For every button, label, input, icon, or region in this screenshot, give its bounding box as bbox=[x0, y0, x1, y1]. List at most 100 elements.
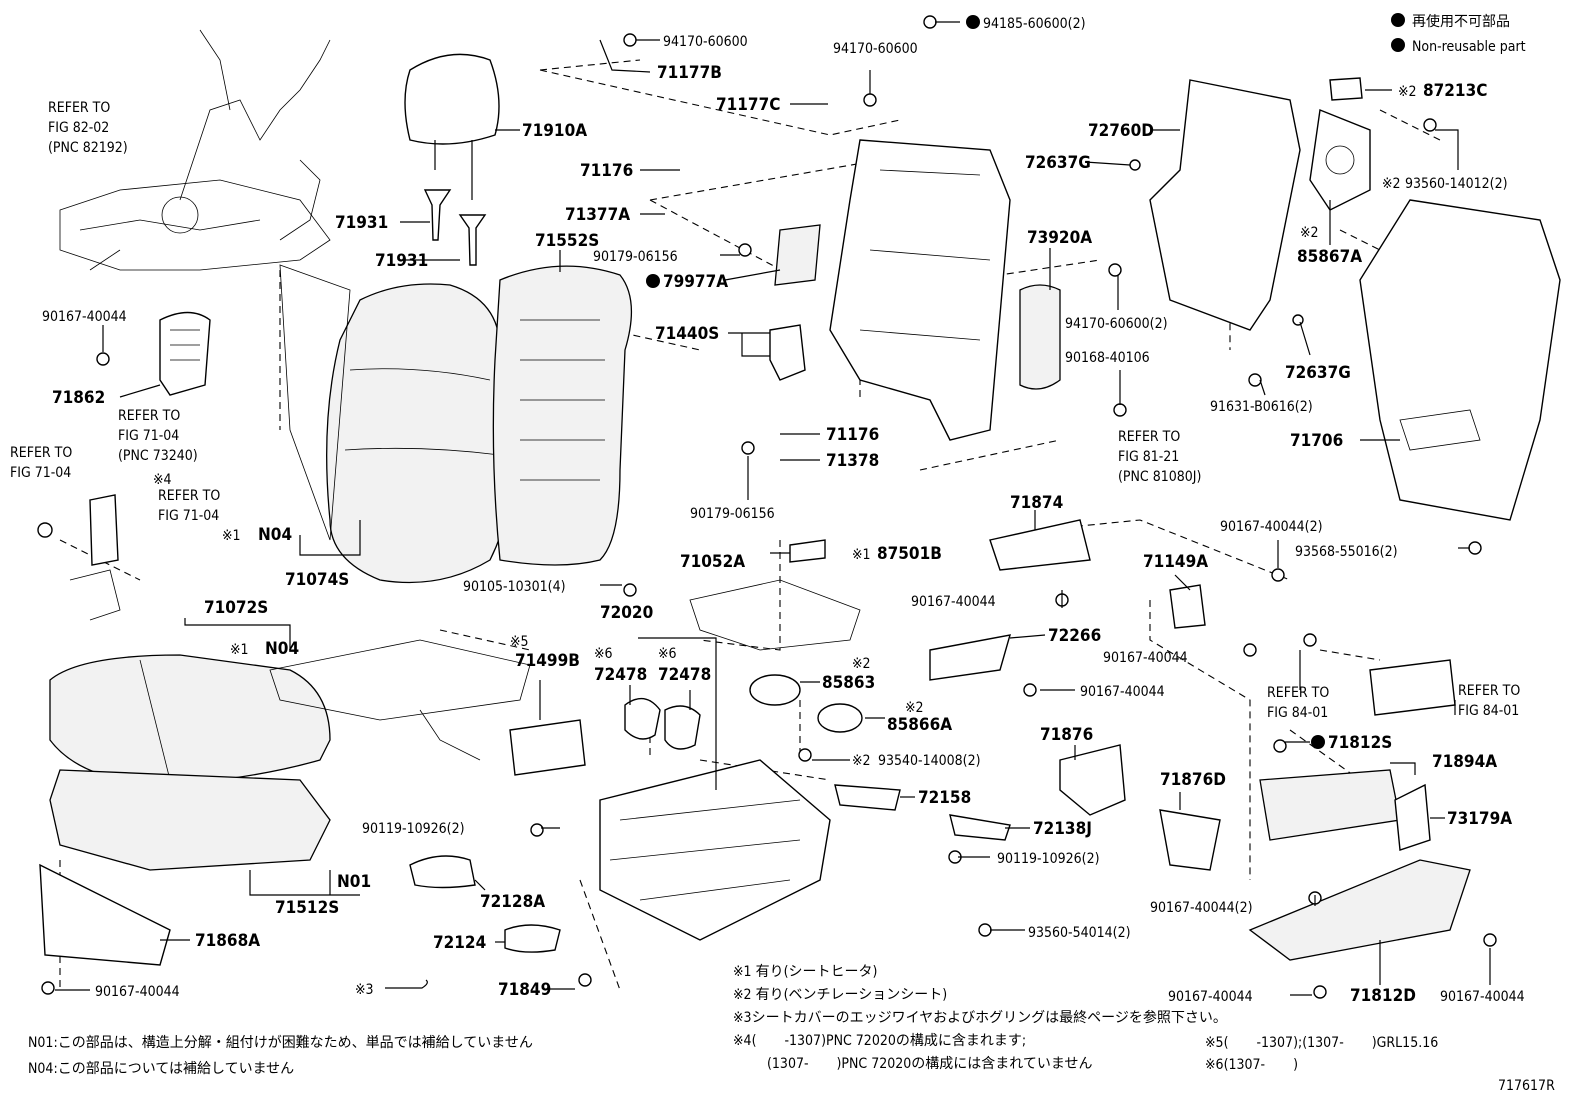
note-mark-3: ※3 bbox=[355, 982, 374, 998]
part-label-71440S[interactable]: 71440S bbox=[655, 324, 719, 344]
part-label-90105-10301[interactable]: 90105-10301(4) bbox=[463, 579, 566, 595]
part-label-71874[interactable]: 71874 bbox=[1010, 493, 1063, 513]
part-label-90167-40044[interactable]: 90167-40044(2) bbox=[1150, 900, 1253, 916]
part-label-71177C[interactable]: 71177C bbox=[716, 95, 780, 115]
part-label-71868A[interactable]: 71868A bbox=[195, 931, 260, 951]
part-label-93540-14008[interactable]: 93540-14008(2) bbox=[878, 753, 981, 769]
seat-back-cover-part bbox=[326, 283, 514, 584]
part-label-90167-40044[interactable]: 90167-40044 bbox=[1168, 989, 1253, 1005]
refer-note[interactable]: REFER TO FIG 84-01 bbox=[1458, 683, 1524, 719]
seat-belt-buckle-part bbox=[89, 494, 119, 566]
refer-note[interactable]: REFER TO FIG 81-21 (PNC 81080J) bbox=[1118, 429, 1201, 485]
part-label-73179A[interactable]: 73179A bbox=[1447, 809, 1512, 829]
part-label-71176[interactable]: 71176 bbox=[580, 161, 633, 181]
part-label-N01[interactable]: N01 bbox=[337, 872, 371, 892]
part-label-71149A[interactable]: 71149A bbox=[1143, 552, 1208, 572]
part-label-71812D[interactable]: 71812D bbox=[1350, 986, 1416, 1006]
part-label-71931[interactable]: 71931 bbox=[375, 251, 428, 271]
part-label-71052A[interactable]: 71052A bbox=[680, 552, 745, 572]
recliner-part bbox=[769, 324, 806, 381]
refer-note[interactable]: REFER TO FIG 82-02 (PNC 82192) bbox=[48, 100, 128, 156]
part-label-90167-40044[interactable]: 90167-40044 bbox=[1440, 989, 1525, 1005]
part-label-72266[interactable]: 72266 bbox=[1048, 626, 1101, 646]
part-label-71499B[interactable]: 71499B bbox=[515, 651, 580, 671]
part-label-71074S[interactable]: 71074S bbox=[285, 570, 349, 590]
non-reusable-dot-icon bbox=[966, 15, 980, 29]
part-label-79977A[interactable]: 79977A bbox=[663, 272, 728, 292]
part-label-N04[interactable]: N04 bbox=[258, 525, 292, 545]
part-label-71072S[interactable]: 71072S bbox=[204, 598, 268, 618]
part-label-72158[interactable]: 72158 bbox=[918, 788, 971, 808]
part-label-71552S[interactable]: 71552S bbox=[535, 231, 599, 251]
part-label-72637G[interactable]: 72637G bbox=[1025, 153, 1091, 173]
part-label-94170-60600[interactable]: 94170-60600 bbox=[833, 41, 918, 57]
part-label-93560-14012[interactable]: 93560-14012(2) bbox=[1405, 176, 1508, 192]
part-label-71862[interactable]: 71862 bbox=[52, 388, 105, 408]
part-label-71512S[interactable]: 71512S bbox=[275, 898, 339, 918]
part-label-71931[interactable]: 71931 bbox=[335, 213, 388, 233]
part-label-91631-B0616[interactable]: 91631-B0616(2) bbox=[1210, 399, 1313, 415]
part-label-72478[interactable]: 72478 bbox=[658, 665, 711, 685]
non-reusable-dot-icon bbox=[1311, 735, 1325, 749]
part-label-71876[interactable]: 71876 bbox=[1040, 725, 1093, 745]
part-label-N04[interactable]: N04 bbox=[265, 639, 299, 659]
part-label-71177B[interactable]: 71177B bbox=[657, 63, 722, 83]
part-label-72138J[interactable]: 72138J bbox=[1033, 819, 1092, 839]
part-label-72637G[interactable]: 72637G bbox=[1285, 363, 1351, 383]
note-mark-2: ※2 bbox=[852, 753, 871, 769]
part-label-71706[interactable]: 71706 bbox=[1290, 431, 1343, 451]
note-mark-2: ※2 bbox=[1398, 84, 1417, 100]
part-label-73920A[interactable]: 73920A bbox=[1027, 228, 1092, 248]
refer-note[interactable]: REFER TO FIG 71-04 bbox=[10, 445, 76, 481]
part-label-71894A[interactable]: 71894A bbox=[1432, 752, 1497, 772]
part-label-90167-40044[interactable]: 90167-40044 bbox=[42, 309, 127, 325]
part-label-90179-06156[interactable]: 90179-06156 bbox=[690, 506, 775, 522]
refer-note[interactable]: REFER TO FIG 71-04 bbox=[158, 488, 224, 524]
part-label-90167-40044[interactable]: 90167-40044 bbox=[911, 594, 996, 610]
headrest-part bbox=[404, 53, 500, 145]
note-mark-5: ※5 bbox=[510, 634, 529, 650]
seat-cushion-pad-part bbox=[49, 769, 331, 871]
refer-note[interactable]: REFER TO FIG 84-01 bbox=[1267, 685, 1333, 721]
part-label-90167-40044[interactable]: 90167-40044(2) bbox=[1220, 519, 1323, 535]
part-label-90119-10926[interactable]: 90119-10926(2) bbox=[997, 851, 1100, 867]
part-label-90119-10926[interactable]: 90119-10926(2) bbox=[362, 821, 465, 837]
part-label-93568-55016[interactable]: 93568-55016(2) bbox=[1295, 544, 1398, 560]
part-label-71849[interactable]: 71849 bbox=[498, 980, 551, 1000]
seat-back-cover-board-part bbox=[1359, 199, 1561, 521]
part-label-90168-40106[interactable]: 90168-40106 bbox=[1065, 350, 1150, 366]
part-label-90167-40044[interactable]: 90167-40044 bbox=[95, 984, 180, 1000]
part-label-90167-40044[interactable]: 90167-40044 bbox=[1103, 650, 1188, 666]
part-label-71378[interactable]: 71378 bbox=[826, 451, 879, 471]
part-label-87501B[interactable]: 87501B bbox=[877, 544, 942, 564]
part-label-72760D[interactable]: 72760D bbox=[1088, 121, 1154, 141]
part-label-93560-54014[interactable]: 93560-54014(2) bbox=[1028, 925, 1131, 941]
part-label-90167-40044[interactable]: 90167-40044 bbox=[1080, 684, 1165, 700]
note-mark-1: ※1 bbox=[222, 528, 241, 544]
refer-notes: REFER TO FIG 82-02 (PNC 82192) REFER TO … bbox=[10, 100, 1524, 721]
part-label-94185-60600[interactable]: 94185-60600(2) bbox=[983, 16, 1086, 32]
part-label-85867A[interactable]: 85867A bbox=[1297, 247, 1362, 267]
part-label-85866A[interactable]: 85866A bbox=[887, 715, 952, 735]
footnote-5: ※5( -1307);(1307- )GRL15.16 bbox=[1205, 1035, 1438, 1051]
part-label-72128A[interactable]: 72128A bbox=[480, 892, 545, 912]
part-label-87213C[interactable]: 87213C bbox=[1423, 81, 1487, 101]
side-shield-part bbox=[1259, 769, 1401, 841]
part-label-71910A[interactable]: 71910A bbox=[522, 121, 587, 141]
parts-artwork bbox=[37, 15, 1561, 999]
part-label-72124[interactable]: 72124 bbox=[433, 933, 486, 953]
part-label-72478[interactable]: 72478 bbox=[594, 665, 647, 685]
part-label-85863[interactable]: 85863 bbox=[822, 673, 875, 693]
part-label-71176[interactable]: 71176 bbox=[826, 425, 879, 445]
part-label-71876D[interactable]: 71876D bbox=[1160, 770, 1226, 790]
footnote-1: ※1 有り(シートヒータ) bbox=[733, 964, 877, 980]
footnote-4b: (1307- )PNC 72020の構成には含まれていません bbox=[767, 1056, 1092, 1072]
footnote-4a: ※4( -1307)PNC 72020の構成に含まれます; bbox=[733, 1033, 1026, 1049]
part-label-94170-60600[interactable]: 94170-60600(2) bbox=[1065, 316, 1168, 332]
part-label-72020[interactable]: 72020 bbox=[600, 603, 653, 623]
refer-note[interactable]: REFER TO FIG 71-04 (PNC 73240) bbox=[118, 408, 198, 464]
part-label-71377A[interactable]: 71377A bbox=[565, 205, 630, 225]
part-label-71812S[interactable]: 71812S bbox=[1328, 733, 1392, 753]
part-label-94170-60600[interactable]: 94170-60600 bbox=[663, 34, 748, 50]
part-label-90179-06156[interactable]: 90179-06156 bbox=[593, 249, 678, 265]
